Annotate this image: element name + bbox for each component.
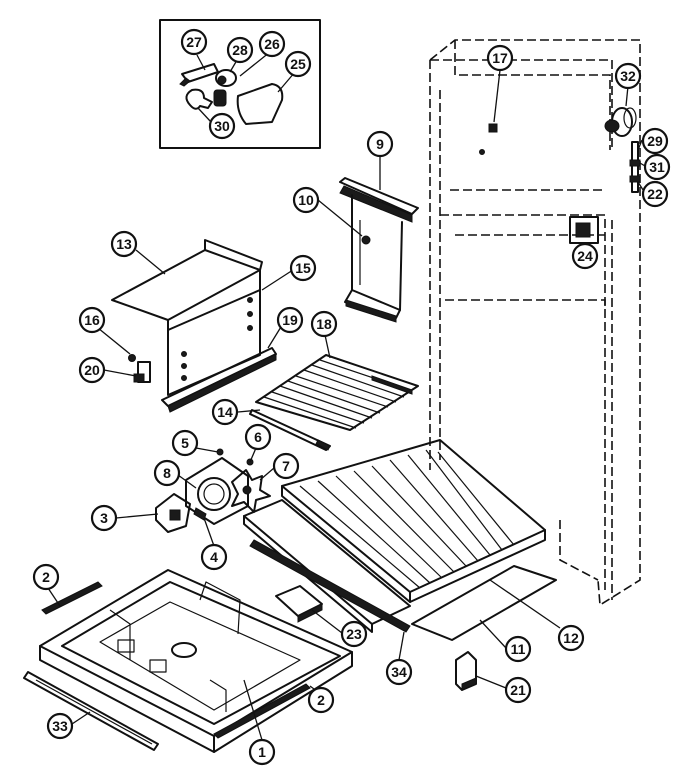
callout-8: 8 (153, 459, 181, 487)
wire-shelf-18 (255, 354, 419, 431)
svg-text:31: 31 (649, 159, 665, 175)
svg-text:29: 29 (647, 133, 663, 149)
callout-12: 12 (557, 624, 585, 652)
callout-11: 11 (504, 635, 532, 663)
svg-text:4: 4 (210, 549, 218, 565)
callout-26: 26 (258, 30, 286, 58)
svg-text:20: 20 (84, 362, 100, 378)
leader-lines (47, 51, 646, 741)
callout-14: 14 (211, 398, 239, 426)
rail-19 (161, 347, 277, 413)
side-rail-2-right (213, 683, 311, 739)
shelf-rail-14 (249, 409, 331, 451)
callout-5: 5 (171, 429, 199, 457)
pad-23 (275, 585, 323, 623)
callout-31: 31 (643, 153, 671, 181)
callout-9: 9 (366, 130, 394, 158)
callout-2-left: 2 (32, 563, 60, 591)
svg-text:11: 11 (511, 641, 526, 657)
callout-6: 6 (244, 423, 272, 451)
svg-text:15: 15 (295, 260, 311, 276)
block-21 (455, 651, 477, 691)
svg-text:2: 2 (317, 692, 325, 708)
callout-34: 34 (385, 658, 413, 686)
svg-text:17: 17 (492, 50, 508, 66)
fan-assembly (155, 448, 271, 533)
front-rail-33 (23, 671, 159, 751)
svg-text:22: 22 (647, 186, 663, 202)
svg-text:27: 27 (186, 34, 202, 50)
callout-10: 10 (292, 186, 320, 214)
callout-27: 27 (180, 28, 208, 56)
hinge-pin-29-31-22 (629, 141, 641, 193)
svg-text:12: 12 (563, 630, 579, 646)
svg-text:32: 32 (620, 68, 636, 84)
callout-29: 29 (641, 127, 669, 155)
hinge-32 (604, 107, 637, 137)
svg-text:24: 24 (577, 248, 593, 264)
callout-20: 20 (78, 356, 106, 384)
screw-17 (479, 123, 498, 155)
base-pan-1 (39, 569, 353, 753)
svg-text:10: 10 (298, 192, 314, 208)
small-parts-inset (159, 19, 321, 149)
callout-7: 7 (272, 452, 300, 480)
clip-16-20 (128, 354, 151, 383)
svg-text:13: 13 (116, 236, 132, 252)
svg-text:25: 25 (290, 56, 306, 72)
callout-16: 16 (78, 306, 106, 334)
svg-text:14: 14 (217, 404, 233, 420)
svg-text:3: 3 (100, 510, 108, 526)
svg-text:28: 28 (232, 42, 248, 58)
callout-17: 17 (486, 44, 514, 72)
svg-text:34: 34 (391, 664, 407, 680)
callout-30: 30 (208, 112, 236, 140)
svg-text:1: 1 (258, 744, 266, 760)
callout-28: 28 (226, 36, 254, 64)
svg-text:26: 26 (264, 36, 280, 52)
callout-4: 4 (200, 543, 228, 571)
callout-22: 22 (641, 180, 669, 208)
callout-24: 24 (571, 242, 599, 270)
callout-1: 1 (248, 738, 276, 766)
callout-33: 33 (46, 712, 74, 740)
side-rail-2-left (41, 581, 103, 615)
svg-text:18: 18 (316, 316, 332, 332)
svg-text:7: 7 (282, 458, 290, 474)
air-duct-9 (339, 177, 419, 323)
callout-19: 19 (276, 306, 304, 334)
callout-25: 25 (284, 50, 312, 78)
trim-strip-34 (249, 539, 411, 633)
callout-21: 21 (504, 676, 532, 704)
svg-text:33: 33 (52, 718, 68, 734)
svg-text:6: 6 (254, 429, 262, 445)
crisper-cover-11 (411, 565, 557, 641)
callout-15: 15 (289, 254, 317, 282)
svg-text:5: 5 (181, 435, 189, 451)
svg-text:9: 9 (376, 136, 384, 152)
callout-3: 3 (90, 504, 118, 532)
callout-32: 32 (614, 62, 642, 90)
callout-18: 18 (310, 310, 338, 338)
crisper-shelf-12 (243, 439, 546, 633)
callout-2-right: 2 (307, 686, 335, 714)
svg-text:19: 19 (282, 312, 298, 328)
svg-text:16: 16 (84, 312, 100, 328)
control-box-24 (569, 216, 599, 244)
svg-text:23: 23 (346, 626, 362, 642)
svg-text:8: 8 (163, 465, 171, 481)
svg-text:21: 21 (510, 682, 526, 698)
svg-text:2: 2 (42, 569, 50, 585)
callout-13: 13 (110, 230, 138, 258)
callout-23: 23 (340, 620, 368, 648)
svg-text:30: 30 (214, 118, 230, 134)
